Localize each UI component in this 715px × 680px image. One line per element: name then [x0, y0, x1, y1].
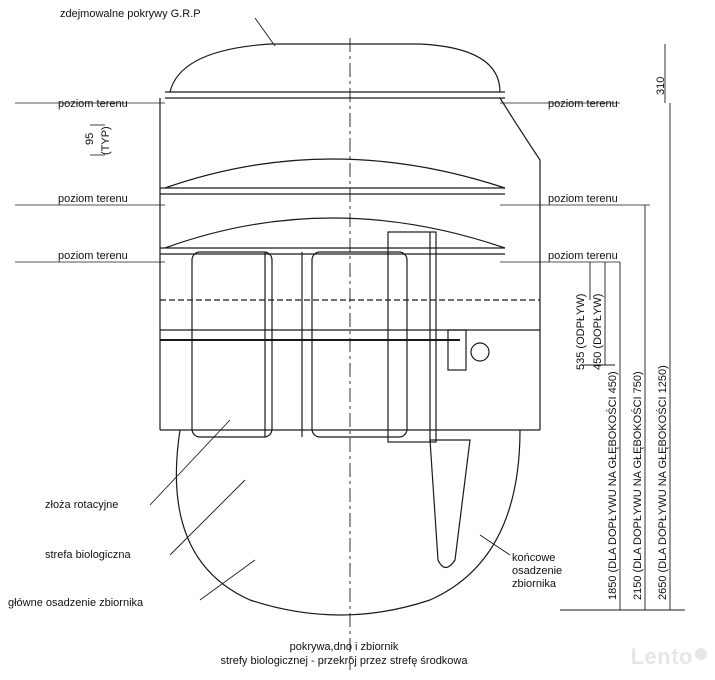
label-bio-zone: strefa biologiczna	[45, 549, 131, 561]
dim-1850: 1850 (DLA DOPŁYWU NA GŁĘBOKOŚCI 450)	[607, 371, 619, 600]
lento-watermark: Lento	[631, 644, 707, 670]
label-main-settling: główne osadzenie zbiornika	[8, 597, 144, 609]
dim-2650: 2650 (DLA DOPŁYWU NA GŁĘBOKOŚCI 1250)	[657, 365, 669, 600]
dim-535-outflow: 535 (ODPŁYW)	[575, 293, 587, 370]
watermark-dot-icon	[695, 648, 707, 660]
dim-95: 95	[84, 132, 96, 145]
label-ground-level-3: poziom terenu	[58, 193, 128, 205]
tank-right-wall	[499, 97, 541, 330]
rotating-disc-2	[311, 251, 408, 438]
label-final-settling-1: końcowe	[512, 552, 556, 564]
label-ground-level-2: poziom terenu	[548, 98, 618, 110]
label-ground-level-1: poziom terenu	[58, 98, 128, 110]
dim-310: 310	[655, 76, 667, 95]
label-ground-level-4: poziom terenu	[548, 193, 618, 205]
label-final-settling-3: zbiornika	[512, 578, 557, 590]
dim-typ: (TYP)	[100, 126, 112, 155]
dim-450-inflow: 450 (DOPŁYW)	[592, 293, 604, 370]
watermark-text: Lento	[630, 644, 693, 669]
label-ground-level-6: poziom terenu	[548, 250, 618, 262]
rotating-disc-1	[191, 251, 273, 438]
caption-line-1: pokrywa,dno i zbiornik	[289, 641, 399, 653]
label-rotating-beds: złoża rotacyjne	[45, 499, 119, 511]
label-removable-cover: zdejmowalne pokrywy G.R.P	[60, 8, 201, 20]
dim-2150: 2150 (DLA DOPŁYWU NA GŁĘBOKOŚCI 750)	[632, 371, 644, 600]
caption-line-2: strefy biologicznej - przekrój przez str…	[220, 655, 468, 667]
final-settling-chamber	[429, 439, 471, 569]
top-cover-dome	[169, 43, 501, 93]
label-ground-level-5: poziom terenu	[58, 250, 128, 262]
tank-bottom-bowl	[175, 429, 521, 616]
label-final-settling-2: osadzenie	[512, 565, 563, 577]
